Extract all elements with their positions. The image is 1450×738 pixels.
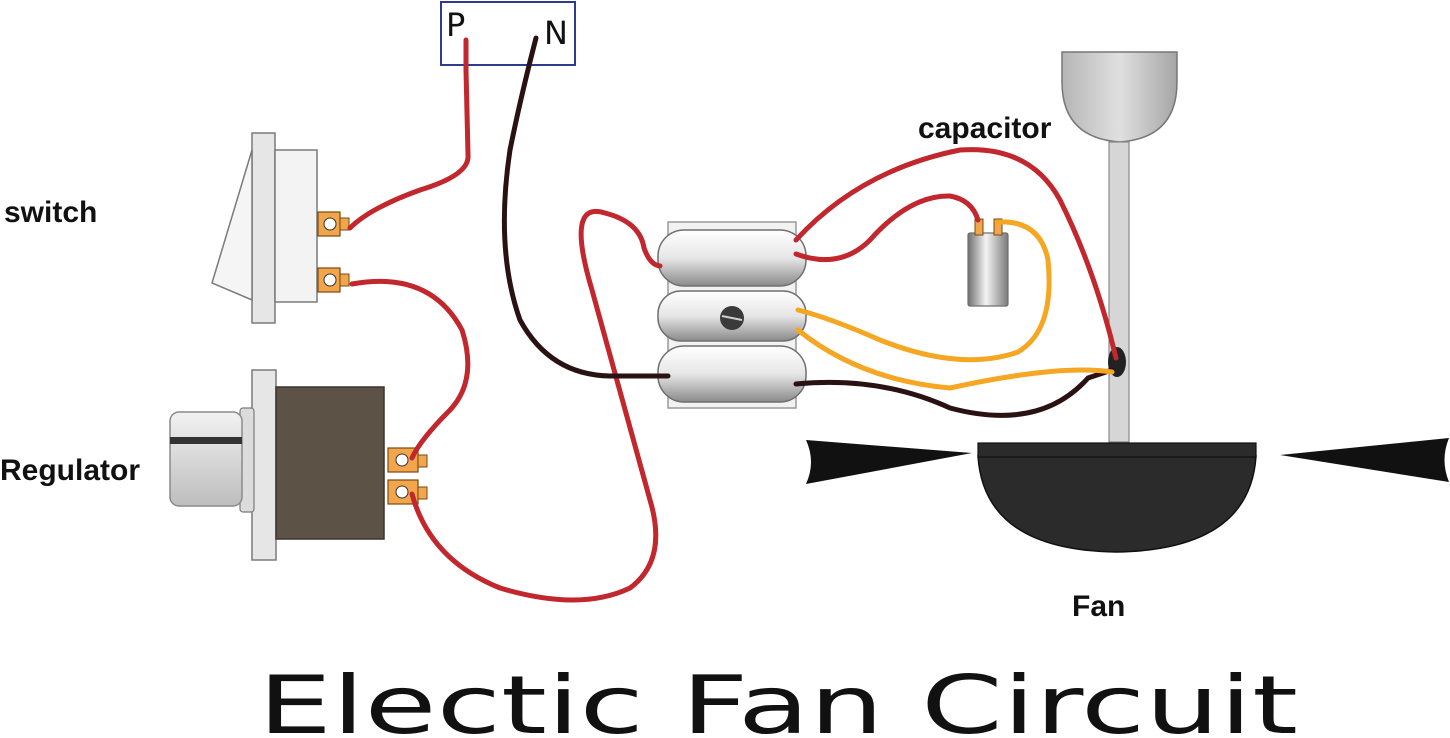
regulator-icon <box>169 369 428 561</box>
neutral-wire-block-to-fan <box>793 367 1115 418</box>
phase-label: P <box>446 6 465 44</box>
live-wire-switch-to-regulator <box>349 278 471 461</box>
diagram-title: Electic Fan Circuit <box>258 659 1298 738</box>
switch-terminal-bottom <box>317 267 350 293</box>
live-wire-regulator-to-block <box>409 208 663 603</box>
wiring <box>347 35 1119 603</box>
capacitor-wire-to-block <box>795 219 1052 363</box>
regulator-terminal-bottom <box>387 479 428 505</box>
supply-box: P N <box>440 1 576 66</box>
ceiling-fan-icon <box>806 51 1449 553</box>
live-wire-supply-to-switch <box>347 37 471 231</box>
switch-terminal-top <box>317 211 350 237</box>
regulator-terminal-top <box>387 447 428 473</box>
capacitor-label: capacitor <box>918 112 1052 145</box>
neutral-wire-supply-to-block <box>501 35 671 379</box>
switch-label: switch <box>4 196 97 229</box>
live-wire-block-to-fan <box>793 147 1119 361</box>
terminal-block-icon <box>657 221 807 409</box>
neutral-label: N <box>544 14 568 52</box>
switch-icon <box>211 132 350 324</box>
capacitor-icon <box>967 218 1009 307</box>
fan-label: Fan <box>1072 590 1125 623</box>
capacitor-wire-to-fan <box>795 327 1115 391</box>
regulator-label: Regulator <box>0 454 140 487</box>
live-wire-block-to-capacitor <box>793 193 981 262</box>
